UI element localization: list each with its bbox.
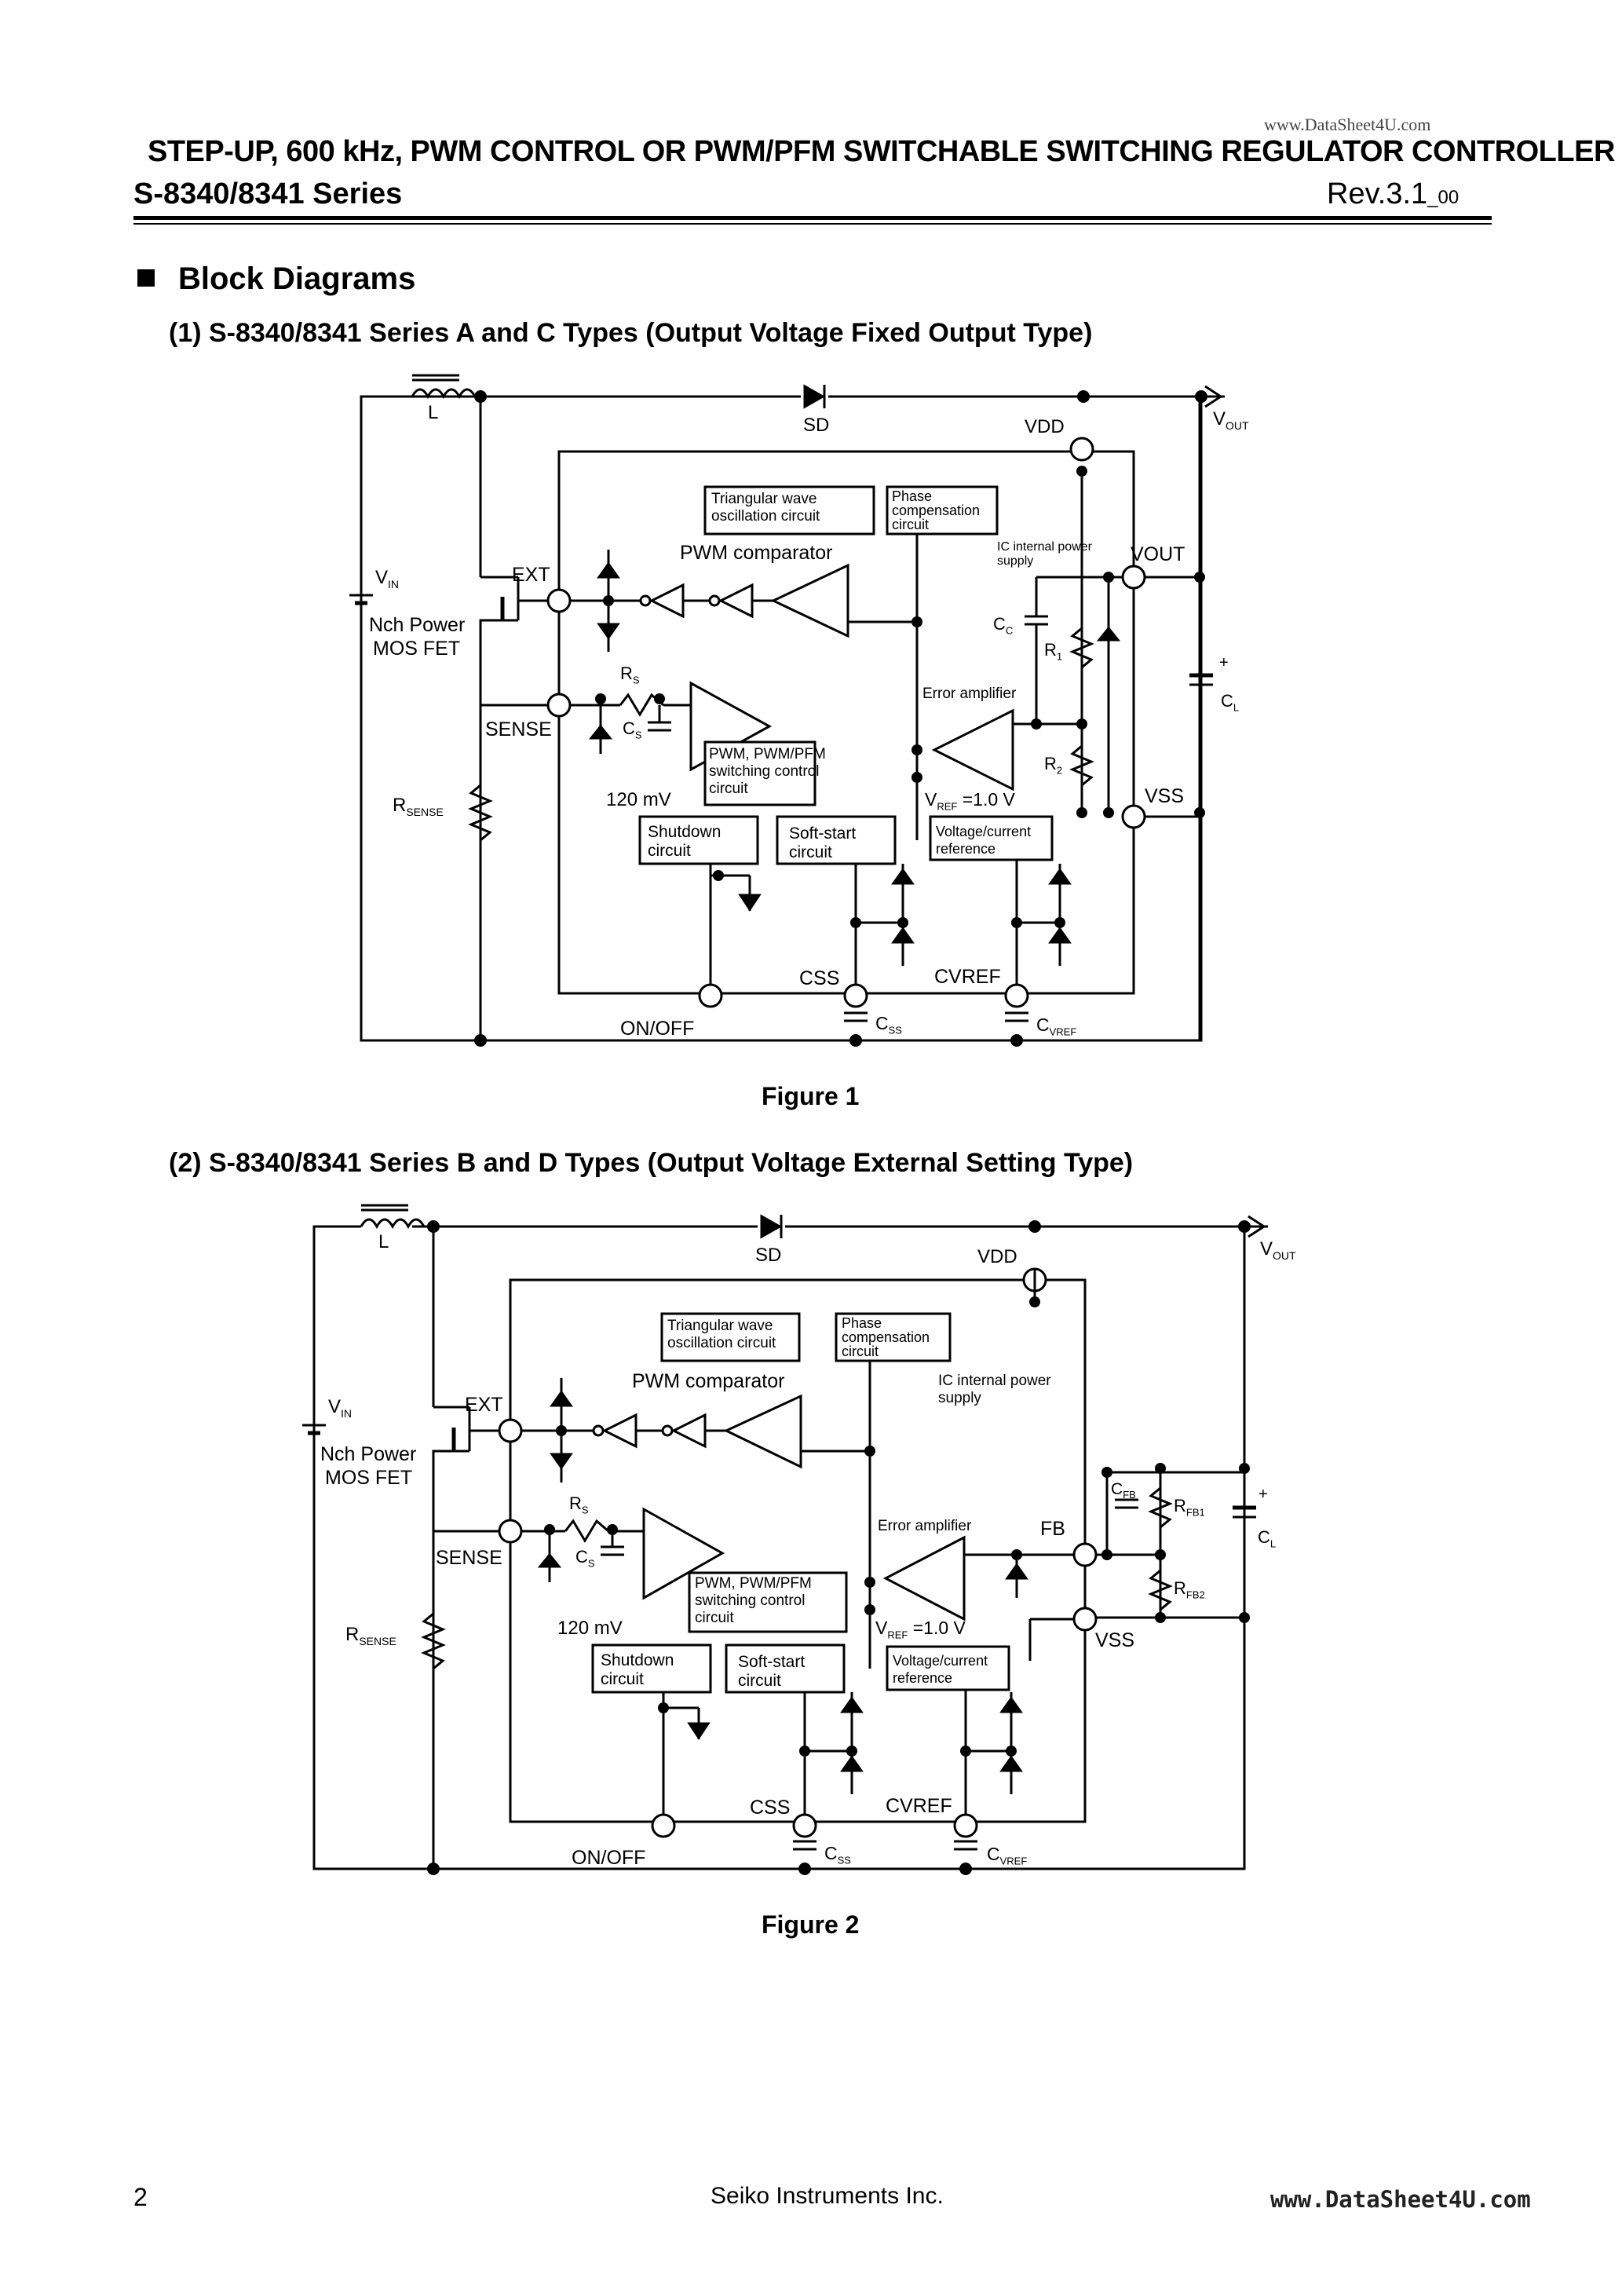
section-title: Block Diagrams (137, 261, 415, 297)
f2-vdd-pin: VDD (977, 1246, 1017, 1267)
f1-error-amp-label: Error amplifier (922, 686, 1017, 702)
f2-inductor-label: L (378, 1231, 389, 1252)
f1-sense-pin: SENSE (485, 718, 552, 740)
f2-vin-label: VIN (328, 1396, 353, 1420)
f1-vdd-pin: VDD (1025, 416, 1065, 437)
watermark-top: www.DataSheet4U.com (1264, 115, 1431, 134)
f1-r2-label: R2 (1044, 754, 1063, 777)
f1-vin-label: VIN (375, 567, 400, 590)
f1-rsense-label: RSENSE (393, 795, 444, 818)
f2-diode-label: SD (755, 1245, 782, 1266)
f2-pwm-comparator-label: PWM comparator (632, 1370, 785, 1392)
f2-cs-label: CS (575, 1547, 595, 1570)
f2-onoff-pin: ON/OFF (572, 1847, 646, 1869)
figure-2-subtitle: (2) S-8340/8341 Series B and D Types (Ou… (169, 1148, 1134, 1178)
f2-fb-pin: FB (1040, 1518, 1065, 1540)
f2-nch-label-1: Nch Power (320, 1443, 417, 1465)
header-rule (133, 216, 1492, 220)
f1-css-cap-label: CSS (875, 1013, 902, 1036)
f2-vref-label: VREF =1.0 V (875, 1618, 966, 1641)
f1-r1-label: R1 (1044, 640, 1063, 663)
figure-2-caption: Figure 2 (762, 1910, 860, 1939)
f2-error-amp-label: Error amplifier (878, 1518, 972, 1534)
f1-diode-label: SD (803, 415, 830, 436)
f2-ext-pin: EXT (465, 1394, 503, 1416)
square-bullet-icon (137, 269, 155, 287)
f2-cl-label: CL (1258, 1527, 1277, 1550)
f2-css-pin: CSS (750, 1797, 791, 1819)
series-name: S-8340/8341 Series (133, 177, 403, 210)
f1-nch-label-1: Nch Power (369, 614, 466, 636)
revision-number: Rev.3.1 (1327, 177, 1428, 210)
f2-vss-pin: VSS (1095, 1629, 1135, 1651)
f1-cl-label: CL (1221, 691, 1240, 714)
f1-cvref-pin: CVREF (934, 966, 1001, 988)
f1-onoff-pin: ON/OFF (620, 1018, 695, 1040)
f2-rfb2-label: RFB2 (1174, 1578, 1205, 1601)
f1-cvref-cap-label: CVREF (1036, 1015, 1077, 1038)
page-number: 2 (133, 2183, 148, 2211)
footer-company: Seiko Instruments Inc. (711, 2183, 944, 2209)
f1-ext-pin: EXT (512, 564, 550, 586)
f1-cl-plus: + (1219, 654, 1229, 671)
f1-rs-label: RS (620, 664, 640, 686)
f1-inductor-label: L (428, 402, 439, 423)
f2-rsense-label: RSENSE (345, 1624, 396, 1647)
f2-vout-label: VOUT (1260, 1238, 1296, 1262)
f2-rs-label: RS (569, 1493, 589, 1516)
revision-suffix: _00 (1427, 187, 1459, 208)
f2-rfb1-label: RFB1 (1174, 1496, 1205, 1519)
block-diagram-figure-2 (302, 1204, 1268, 1875)
f1-vss-pin: VSS (1145, 785, 1185, 807)
revision: Rev.3.1_00 (1327, 177, 1459, 211)
f1-css-pin: CSS (799, 967, 840, 989)
f1-pwm-comparator-label: PWM comparator (680, 542, 833, 564)
figure-1-caption: Figure 1 (762, 1082, 860, 1110)
document-title: STEP-UP, 600 kHz, PWM CONTROL OR PWM/PFM… (148, 135, 1615, 168)
block-diagram-figure-1 (349, 374, 1225, 1047)
f1-vout-label: VOUT (1213, 408, 1249, 432)
f1-nch-label-2: MOS FET (373, 638, 461, 660)
figure-1-subtitle: (1) S-8340/8341 Series A and C Types (Ou… (169, 318, 1093, 348)
f2-cl-plus: + (1259, 1486, 1268, 1503)
header-rule-thin (133, 223, 1492, 225)
f1-cc-label: CC (993, 614, 1014, 637)
f1-vout-pin: VOUT (1131, 543, 1185, 565)
f2-cvref-pin: CVREF (886, 1795, 952, 1817)
footer-watermark: www.DataSheet4U.com (1270, 2186, 1531, 2213)
f2-cvref-cap-label: CVREF (987, 1844, 1028, 1867)
f2-cfb-label: CFB (1111, 1480, 1136, 1501)
f2-120mv-label: 120 mV (557, 1618, 623, 1639)
f1-vref-label: VREF =1.0 V (925, 789, 1015, 813)
section-title-text: Block Diagrams (178, 261, 416, 296)
f1-cs-label: CS (623, 718, 642, 741)
f1-120mv-label: 120 mV (606, 789, 671, 810)
f2-css-cap-label: CSS (824, 1843, 851, 1866)
f2-nch-label-2: MOS FET (325, 1467, 413, 1489)
f2-sense-pin: SENSE (436, 1547, 502, 1569)
